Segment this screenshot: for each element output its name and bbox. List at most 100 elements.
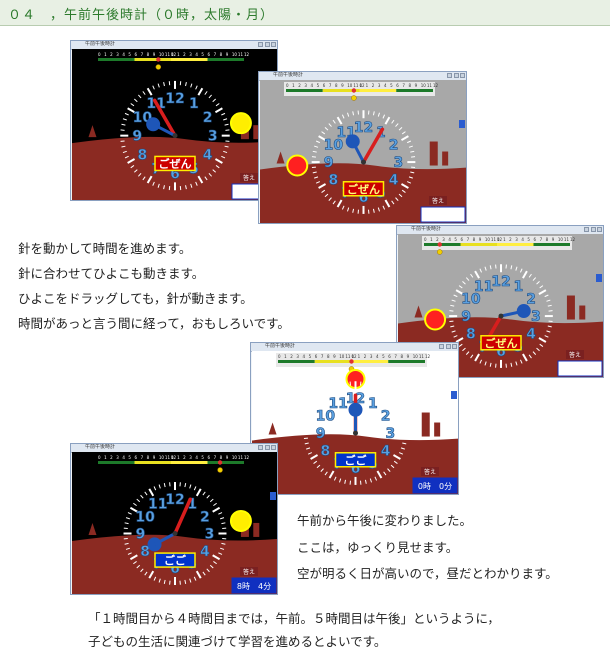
ruler-tick-label: 10 xyxy=(232,455,238,460)
ruler-pm-segment xyxy=(352,360,389,363)
ruler-tick-label: 12 xyxy=(360,83,366,88)
ruler-tick-label: 1 xyxy=(177,52,180,57)
clock-number: 3 xyxy=(205,527,215,543)
time-display-text: 8時 4分 xyxy=(237,582,271,591)
sun-icon xyxy=(231,511,251,531)
text-line: 子どもの生活に関連づけて学習を進めるとよいです。 xyxy=(88,631,386,650)
answer-button-label: 答え xyxy=(432,197,444,205)
ampm-label: ごぜん xyxy=(485,336,518,350)
clock-number: 8 xyxy=(320,444,330,460)
ruler-tick-label: 5 xyxy=(128,455,131,460)
ruler-tick-label: 10 xyxy=(413,354,419,359)
clock-number: 12 xyxy=(165,91,184,107)
clock-center xyxy=(353,431,358,436)
clock-number: 2 xyxy=(526,292,536,308)
side-control-icon xyxy=(451,391,457,399)
ampm-label: ごぜん xyxy=(347,182,380,196)
ruler-tick-label: 11 xyxy=(238,455,244,460)
clock-number: 4 xyxy=(200,544,210,560)
ruler-tick-label: 2 xyxy=(183,455,186,460)
clock-number: 8 xyxy=(328,173,338,189)
answer-button-label: 答え xyxy=(243,568,255,576)
ruler-tick-label: 12 xyxy=(244,52,250,57)
ampm-label: ごご xyxy=(345,453,368,467)
clock-number: 11 xyxy=(328,396,347,412)
ruler-marker xyxy=(438,242,442,246)
ruler-pm-segment xyxy=(497,243,534,246)
ruler-tick-label: 7 xyxy=(214,455,217,460)
ruler-tick-label: 12 xyxy=(497,237,503,242)
ruler-evening-segment xyxy=(388,360,425,363)
ruler-tick-label: 2 xyxy=(509,237,512,242)
ruler-tick-label: 8 xyxy=(220,455,223,460)
ruler-tick-label: 2 xyxy=(183,52,186,57)
ruler-tick-label: 5 xyxy=(201,52,204,57)
ruler-tick-label: 4 xyxy=(122,455,125,460)
ruler-tick-label: 2 xyxy=(436,237,439,242)
clock-number: 4 xyxy=(389,173,399,189)
ruler-tick-label: 4 xyxy=(448,237,451,242)
time-display-box xyxy=(558,361,602,376)
ruler-tick-label: 1 xyxy=(177,455,180,460)
ruler-tick-label: 4 xyxy=(521,237,524,242)
ruler-tick-label: 1 xyxy=(104,52,107,57)
ruler-tick-label: 11 xyxy=(564,237,570,242)
ruler-am-segment xyxy=(135,58,172,61)
clock-scene[interactable]: 0011223344556677889910101111121212123456… xyxy=(72,452,278,595)
chick-icon xyxy=(437,250,442,255)
clock-number: 3 xyxy=(208,129,218,145)
ruler-tick-label: 12 xyxy=(244,455,250,460)
ruler-tick-label: 1 xyxy=(430,237,433,242)
clock-number: 8 xyxy=(466,327,476,343)
ruler-marker xyxy=(349,359,353,363)
ruler-tick-label: 8 xyxy=(546,237,549,242)
ruler-am-segment xyxy=(461,243,498,246)
clock-scene[interactable]: 0011223344556677889910101111121212123456… xyxy=(252,351,459,495)
clock-center xyxy=(361,160,366,165)
text-line: ひよこをドラッグしても，針が動きます。 xyxy=(18,288,253,307)
clock-number: 11 xyxy=(148,497,167,513)
building-silhouette xyxy=(579,306,585,320)
ruler-tick-label: 10 xyxy=(159,52,165,57)
side-control-icon xyxy=(459,120,465,128)
ruler-night-segment xyxy=(278,360,315,363)
text-line: 針を動かして時間を進めます。 xyxy=(18,238,191,257)
ruler-tick-label: 4 xyxy=(195,52,198,57)
clock-number: 9 xyxy=(461,309,471,325)
ruler-tick-label: 8 xyxy=(147,52,150,57)
hour-hand-knob xyxy=(146,117,160,131)
clock-number: 4 xyxy=(203,148,213,164)
ruler-tick-label: 11 xyxy=(165,455,171,460)
ruler-tick-label: 10 xyxy=(339,354,345,359)
ruler-tick-label: 2 xyxy=(110,455,113,460)
chick-icon xyxy=(351,96,356,101)
ruler-tick-label: 12 xyxy=(171,52,177,57)
ruler-tick-label: 7 xyxy=(467,237,470,242)
ruler-tick-label: 4 xyxy=(195,455,198,460)
ruler-evening-segment xyxy=(208,461,245,464)
ruler-tick-label: 11 xyxy=(353,83,359,88)
time-display-box xyxy=(421,207,465,222)
ruler-tick-label: 11 xyxy=(165,52,171,57)
ruler-pm-segment xyxy=(171,58,208,61)
clock-number: 11 xyxy=(474,279,493,295)
ruler-tick-label: 7 xyxy=(141,455,144,460)
ruler-tick-label: 10 xyxy=(347,83,353,88)
clock-number: 3 xyxy=(393,155,403,171)
section-title: ０４ ，午前午後時計（０時，太陽・月） xyxy=(8,4,274,23)
clock-scene[interactable]: 0011223344556677889910101111121212123456… xyxy=(72,49,278,201)
chick-icon xyxy=(156,65,161,70)
ruler-tick-label: 4 xyxy=(122,52,125,57)
clock-number: 12 xyxy=(354,120,373,136)
clock-number: 9 xyxy=(136,527,146,543)
ruler-marker xyxy=(218,460,222,464)
clock-number: 4 xyxy=(526,327,536,343)
ruler-evening-segment xyxy=(396,89,433,92)
ampm-label: ごぜん xyxy=(159,156,192,170)
clock-number: 2 xyxy=(381,409,391,425)
ruler-tick-label: 8 xyxy=(147,455,150,460)
clock-scene[interactable]: 0011223344556677889910101111121212123456… xyxy=(260,80,467,224)
